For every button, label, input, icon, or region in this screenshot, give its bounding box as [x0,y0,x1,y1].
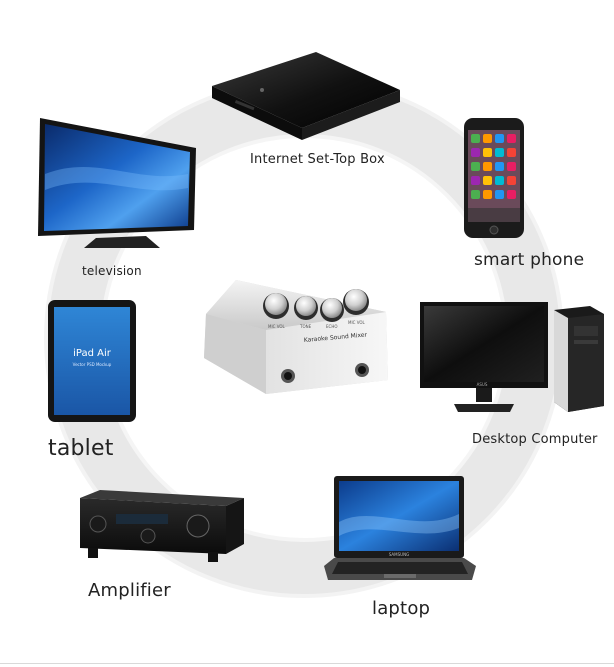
device-label-smart-phone: smart phone [474,250,585,270]
television-icon [38,118,196,248]
device-label-tablet: tablet [48,436,114,461]
app-icon [495,148,504,157]
device-label-television: television [82,264,142,278]
knob-label: ECHO [326,324,337,329]
app-icon [483,190,492,199]
app-icon [471,176,480,185]
knob-label: MIC VOL [348,320,366,325]
karaoke-sound-box-icon: MIC VOL TONE ECHO MIC VOL Karaoke Sound … [204,280,388,394]
app-icon [507,190,516,199]
bottom-divider [0,663,614,664]
device-label-amplifier: Amplifier [88,580,171,601]
laptop-icon: SAMSUNG [324,476,476,580]
monitor-brand: ASUS [477,382,488,387]
app-icon [507,134,516,143]
knob-label: MIC VOL [268,324,286,329]
desktop-computer-icon: ASUS [420,302,604,412]
app-icon [507,148,516,157]
app-icon [495,176,504,185]
amplifier-icon [80,490,244,562]
app-icon [495,162,504,171]
device-label-desktop-computer: Desktop Computer [472,432,598,447]
app-icon [483,162,492,171]
app-icon [495,134,504,143]
app-icon [507,176,516,185]
tablet-screen-title: iPad Air [73,348,112,359]
app-icon [483,148,492,157]
app-icon [471,190,480,199]
app-icon [471,162,480,171]
app-icon [507,162,516,171]
tablet-icon: iPad Air Vector PSD Mockup [48,300,136,422]
app-icon [483,176,492,185]
app-icon [483,134,492,143]
app-icon [471,134,480,143]
set-top-box-icon [212,52,400,140]
app-icon [471,148,480,157]
app-icon [495,190,504,199]
device-label-laptop: laptop [372,598,431,619]
device-label-set-top-box: Internet Set-Top Box [250,152,385,167]
tablet-screen-subtitle: Vector PSD Mockup [73,362,112,367]
smartphone-icon [464,118,524,238]
knob-label: TONE [299,324,312,329]
laptop-brand: SAMSUNG [389,552,409,557]
